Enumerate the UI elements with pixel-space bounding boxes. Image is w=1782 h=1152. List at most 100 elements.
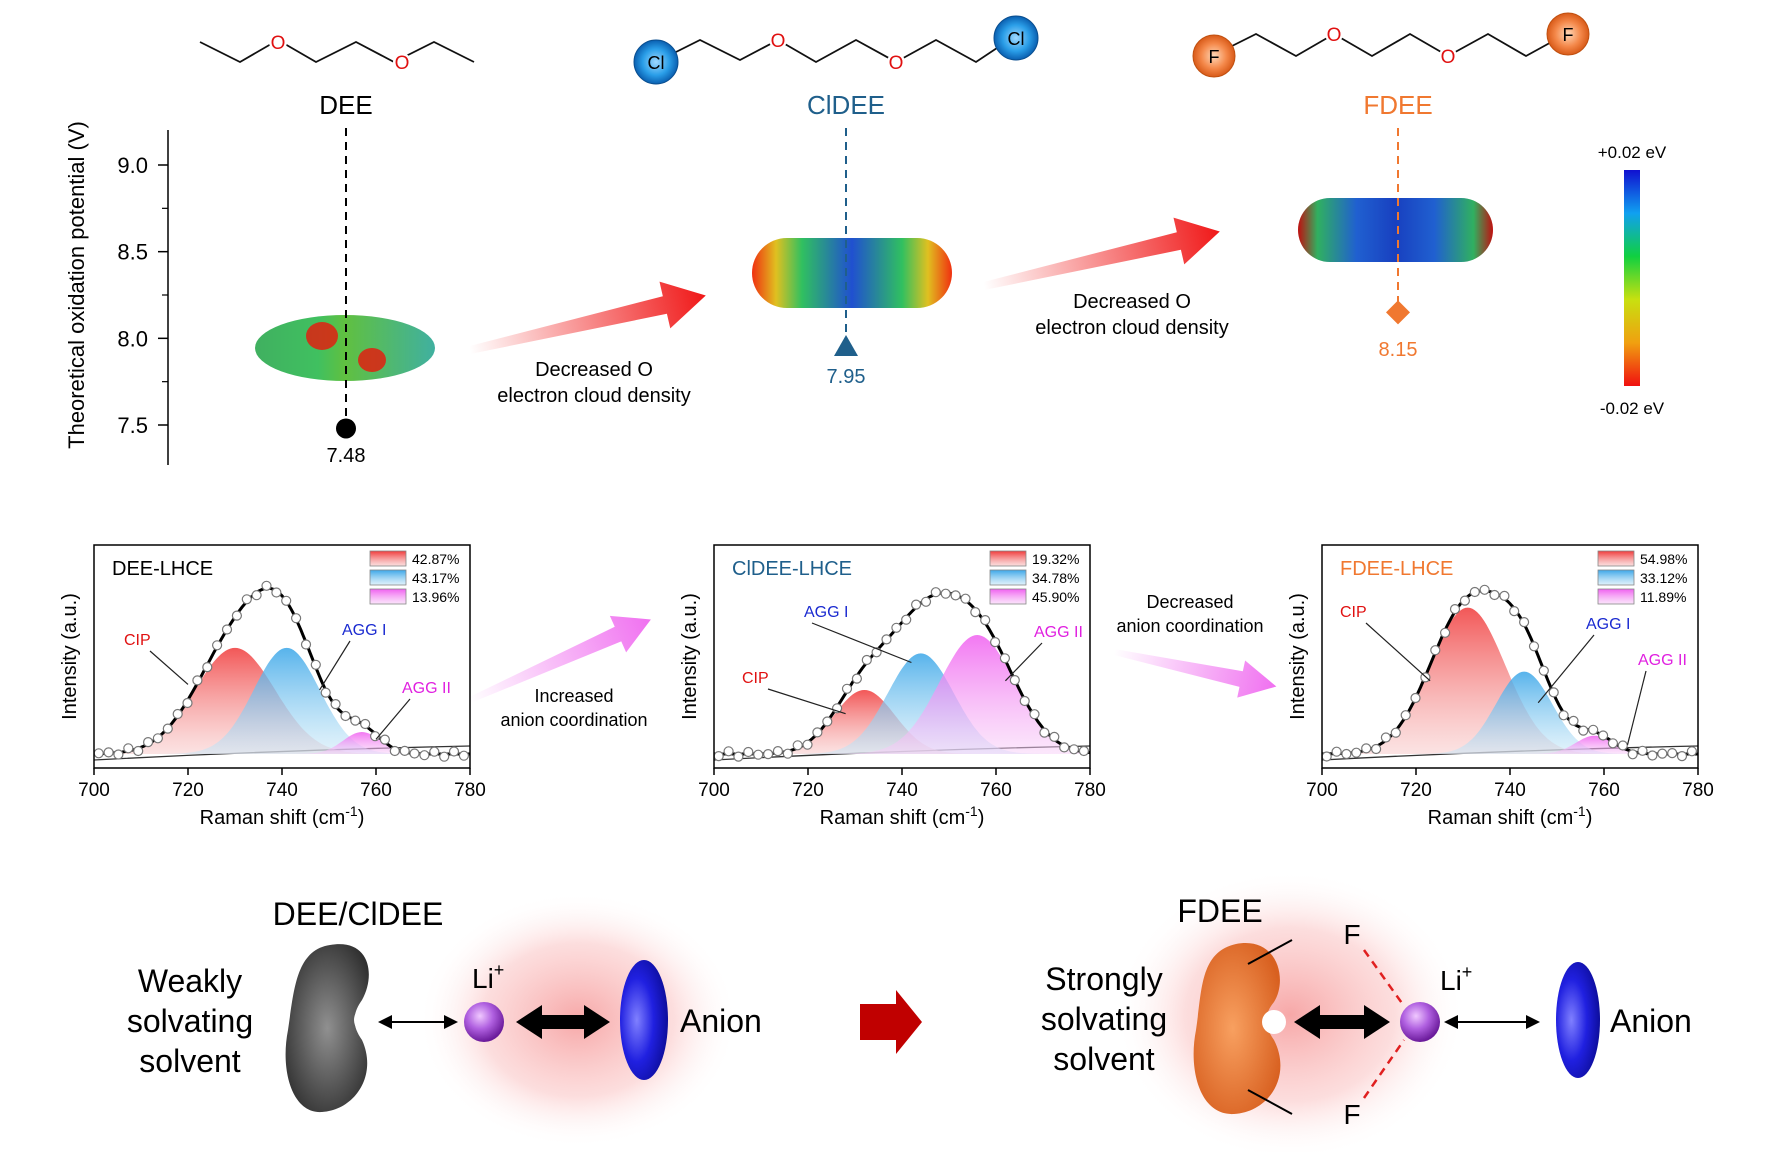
data-point bbox=[1400, 710, 1411, 721]
legend-swatch bbox=[1597, 569, 1635, 586]
arrow1-text-line2: electron cloud density bbox=[497, 385, 690, 407]
li-ion-left bbox=[464, 1002, 504, 1042]
li-label-left: Li+ bbox=[472, 960, 504, 994]
legend-swatch bbox=[1597, 550, 1635, 567]
data-point bbox=[753, 749, 764, 760]
data-point bbox=[930, 587, 941, 598]
data-point bbox=[458, 750, 469, 761]
data-point bbox=[1068, 744, 1080, 755]
data-point bbox=[1341, 748, 1352, 760]
data-point bbox=[241, 594, 252, 605]
peak-label-agg-i: AGG I bbox=[342, 622, 386, 639]
colorbar-min-label: -0.02 eV bbox=[1600, 399, 1665, 418]
peak-cip bbox=[1322, 607, 1698, 754]
data-point bbox=[861, 654, 872, 666]
data-point bbox=[360, 718, 371, 730]
data-point bbox=[999, 653, 1011, 664]
cldee-esp-surface bbox=[752, 238, 952, 308]
strong-double-arrow-left bbox=[516, 1005, 610, 1039]
data-point bbox=[1351, 747, 1362, 758]
atom-label: O bbox=[271, 33, 286, 54]
data-point bbox=[1029, 709, 1040, 720]
peak-label-agg-i: AGG I bbox=[804, 604, 848, 621]
data-point bbox=[1449, 603, 1461, 615]
data-point bbox=[419, 750, 430, 761]
peak-agg-ii bbox=[714, 635, 1090, 754]
data-point bbox=[782, 748, 793, 759]
data-point bbox=[310, 659, 321, 670]
data-point bbox=[1578, 725, 1589, 736]
atom-label: Cl bbox=[648, 53, 665, 73]
legend-label: 33.12% bbox=[1640, 570, 1687, 586]
red-arrow-1 bbox=[469, 281, 706, 354]
marker-cldee bbox=[834, 335, 858, 356]
data-point bbox=[1390, 727, 1401, 738]
right-solvent-line1: Strongly bbox=[1045, 961, 1162, 997]
right-solvent-line2: solvating bbox=[1041, 1001, 1167, 1037]
legend-swatch bbox=[989, 588, 1027, 605]
data-point bbox=[812, 727, 823, 738]
annotation-line bbox=[767, 688, 846, 715]
data-point bbox=[713, 750, 724, 762]
marker-dee bbox=[336, 418, 356, 439]
data-point bbox=[133, 745, 144, 757]
y-axis-label: Intensity (a.u.) bbox=[59, 593, 81, 720]
data-point bbox=[448, 746, 460, 757]
data-point bbox=[1410, 692, 1421, 704]
data-point bbox=[1059, 742, 1070, 753]
data-point bbox=[212, 640, 223, 651]
data-point bbox=[1430, 645, 1441, 656]
x-tick-label: 760 bbox=[1588, 780, 1620, 801]
data-point bbox=[1331, 746, 1342, 757]
x-axis-label: Raman shift (cm-1) bbox=[820, 803, 985, 829]
data-point bbox=[910, 599, 922, 610]
molecule-name-fdee: FDEE bbox=[1363, 90, 1432, 120]
molecule-name-cldee: ClDEE bbox=[807, 90, 885, 120]
strong-double-arrow-right bbox=[1294, 1005, 1390, 1039]
annotation-line bbox=[1365, 622, 1431, 682]
atom-label: O bbox=[395, 53, 410, 74]
data-point bbox=[1538, 665, 1549, 676]
x-tick-label: 760 bbox=[980, 780, 1012, 801]
dee-structure: O O bbox=[199, 33, 475, 74]
data-point bbox=[901, 614, 912, 625]
data-point bbox=[330, 698, 341, 710]
panel-title: ClDEE-LHCE bbox=[732, 558, 852, 580]
y-tick-label: 7.5 bbox=[117, 413, 148, 438]
data-point bbox=[1469, 586, 1480, 598]
data-point bbox=[1439, 627, 1451, 638]
data-point bbox=[93, 748, 104, 759]
y-tick-label: 9.0 bbox=[117, 153, 148, 178]
li-label-right: Li+ bbox=[1440, 962, 1472, 996]
data-point bbox=[733, 751, 744, 762]
legend-label: 11.89% bbox=[1640, 589, 1686, 605]
data-point bbox=[1548, 687, 1559, 698]
data-point bbox=[281, 595, 292, 606]
atom-label: Cl bbox=[1008, 29, 1025, 49]
atom-label: O bbox=[771, 31, 786, 52]
peak-label-agg-i: AGG I bbox=[1586, 616, 1630, 633]
data-point bbox=[989, 636, 1001, 648]
bottom-left-scheme: DEE/ClDEE Weakly solvating solvent Li+ A… bbox=[127, 892, 762, 1148]
data-point bbox=[439, 751, 450, 762]
data-point bbox=[103, 747, 114, 758]
data-point bbox=[881, 634, 892, 645]
data-point bbox=[1667, 747, 1678, 759]
x-tick-label: 700 bbox=[1306, 780, 1338, 801]
legend-swatch bbox=[1597, 588, 1635, 605]
legend-swatch bbox=[989, 569, 1027, 586]
data-point bbox=[300, 639, 312, 650]
data-point bbox=[1078, 745, 1090, 757]
anion-label-right: Anion bbox=[1610, 1003, 1692, 1039]
legend-swatch bbox=[369, 569, 407, 586]
peak-agg-i bbox=[1322, 671, 1698, 754]
pink-arrow1-text-line2: anion coordination bbox=[500, 710, 647, 730]
legend-label: 45.90% bbox=[1032, 589, 1079, 605]
peak-agg-i bbox=[94, 647, 470, 754]
data-point bbox=[920, 596, 932, 607]
data-point bbox=[851, 673, 863, 684]
data-point bbox=[970, 606, 981, 618]
